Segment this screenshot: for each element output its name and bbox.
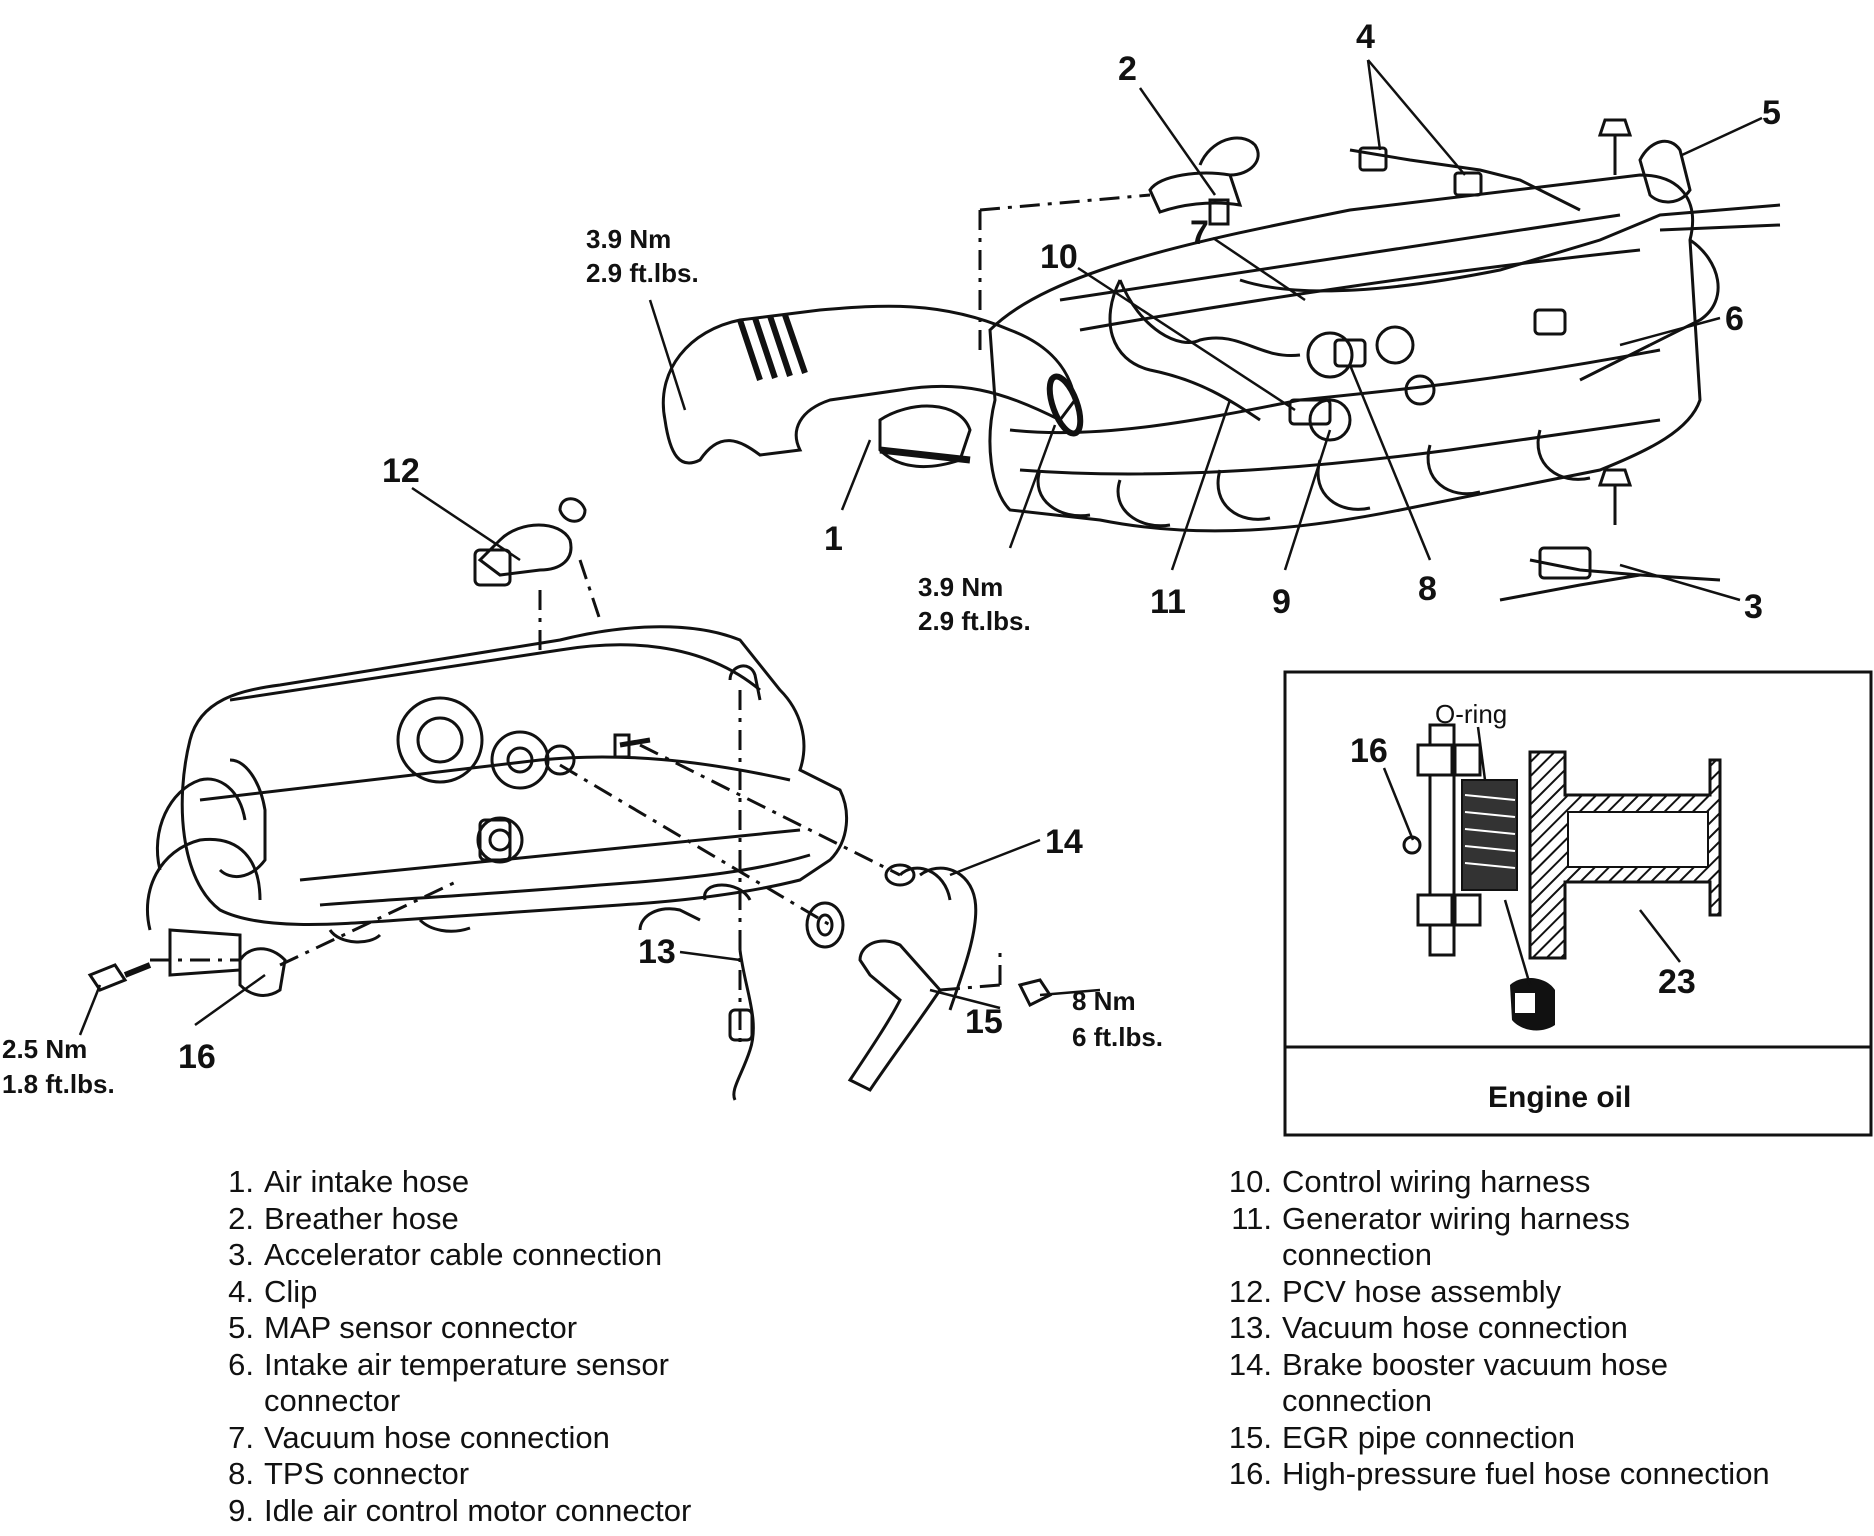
inset-title: Engine oil	[1488, 1081, 1631, 1114]
callout-4: 4	[1356, 18, 1375, 56]
legend-item-number: 11.	[1231, 1200, 1272, 1236]
legend-item-number: 3.	[228, 1237, 254, 1272]
legend-item-number: 4.	[228, 1273, 254, 1309]
callout-12: 12	[382, 452, 420, 490]
legend-item-text: EGR pipe connection	[1282, 1419, 1575, 1455]
callout-labels: 1 2 3 4 5 6 7 8 9 10 11 12 13 14 15 16 1…	[178, 18, 1781, 1076]
legend-item: 1. Air intake hose	[196, 1164, 691, 1201]
legend-item-text: Brake booster vacuum hose	[1282, 1346, 1668, 1382]
legend-item-number: 16.	[1228, 1456, 1272, 1491]
legend-item: 16. High-pressure fuel hose connection	[1196, 1456, 1770, 1493]
legend-item: 7. Vacuum hose connection	[196, 1420, 691, 1457]
upper-intake-manifold	[988, 118, 1781, 602]
legend-item: 3. Accelerator cable connection	[196, 1237, 691, 1274]
inset-callout-23: 23	[1658, 963, 1696, 1001]
legend-item-text: TPS connector	[264, 1456, 470, 1491]
callout-5: 5	[1762, 94, 1781, 132]
inset-oring-label: O-ring	[1435, 699, 1507, 729]
legend-item: 11. Generator wiring harness	[1196, 1201, 1770, 1238]
legend-item-text: PCV hose assembly	[1282, 1273, 1562, 1309]
callout-10: 10	[1040, 238, 1078, 276]
callout-3: 3	[1744, 588, 1763, 626]
legend-item-number: 14.	[1228, 1346, 1272, 1382]
legend-item-number: 8.	[228, 1456, 254, 1491]
callout-11: 11	[1150, 583, 1186, 621]
torque-4-nm: 8 Nm	[1072, 986, 1136, 1016]
torque-3-nm: 2.5 Nm	[2, 1034, 87, 1064]
legend-item-text: Generator wiring harness	[1282, 1200, 1631, 1236]
inset-callout-16: 16	[1350, 732, 1388, 770]
legend-item-number: 6.	[228, 1346, 254, 1382]
breather-hose	[978, 136, 1260, 350]
callout-16: 16	[178, 1038, 216, 1076]
legend-item-text: Idle air control motor connector	[264, 1492, 692, 1528]
callout-15: 15	[965, 1003, 1003, 1041]
inset-engine-oil	[1283, 670, 1873, 1137]
callout-8: 8	[1418, 570, 1437, 608]
legend-item: 10. Control wiring harness	[1196, 1164, 1770, 1201]
legend-item: 4. Clip	[196, 1274, 691, 1311]
torque-4-ft: 6 ft.lbs.	[1072, 1022, 1163, 1052]
torque-1-nm: 3.9 Nm	[586, 224, 671, 254]
legend-item: 15. EGR pipe connection	[1196, 1420, 1770, 1457]
callout-7: 7	[1190, 214, 1209, 252]
callout-2: 2	[1118, 50, 1137, 88]
legend-item: 6. Intake air temperature sensor	[196, 1347, 691, 1384]
torque-3-ft: 1.8 ft.lbs.	[2, 1069, 115, 1099]
legend-item: connector	[196, 1383, 691, 1420]
legend-item-number: 5.	[228, 1310, 254, 1345]
torque-labels: 3.9 Nm 2.9 ft.lbs. 3.9 Nm 2.9 ft.lbs. 2.…	[2, 224, 1163, 1099]
legend-item-number	[196, 1383, 264, 1420]
callout-14: 14	[1045, 823, 1083, 861]
legend-item-text: Accelerator cable connection	[264, 1237, 663, 1272]
lower-intake-manifold	[87, 497, 1053, 1101]
legend-item-text: Clip	[264, 1273, 318, 1309]
air-intake-hose	[661, 304, 1084, 469]
legend-item-text: Vacuum hose connection	[264, 1419, 610, 1455]
legend-item-number: 12.	[1228, 1273, 1272, 1309]
torque-2-ft: 2.9 ft.lbs.	[918, 606, 1031, 636]
legend-item-number: 2.	[228, 1200, 254, 1236]
legend-item-text: Control wiring harness	[1282, 1164, 1591, 1199]
callout-6: 6	[1725, 300, 1744, 338]
legend-item-number: 15.	[1228, 1419, 1272, 1455]
legend-left: 1. Air intake hose 2. Breather hose 3. Accele…	[196, 1164, 691, 1529]
legend-item: 8. TPS connector	[196, 1456, 691, 1493]
legend-item: connection	[1196, 1237, 1770, 1274]
legend-item: 9. Idle air control motor connector	[196, 1493, 691, 1530]
legend-item-text: Breather hose	[264, 1200, 459, 1236]
callout-13: 13	[638, 933, 676, 971]
legend-item-text: connector	[264, 1383, 401, 1418]
callout-1: 1	[824, 520, 843, 558]
legend-item-text: Intake air temperature sensor	[264, 1346, 669, 1382]
legend-item-number: 7.	[228, 1419, 254, 1455]
legend-item: 12. PCV hose assembly	[1196, 1274, 1770, 1311]
legend-item-text: Air intake hose	[264, 1164, 470, 1199]
legend-item-number: 10.	[1228, 1164, 1272, 1199]
legend-item-text: MAP sensor connector	[264, 1310, 578, 1345]
legend-item: 5. MAP sensor connector	[196, 1310, 691, 1347]
legend-item: 2. Breather hose	[196, 1201, 691, 1238]
callout-leaders	[78, 59, 1763, 1036]
legend-item-number	[1196, 1237, 1282, 1274]
legend-item-text: High-pressure fuel hose connection	[1282, 1456, 1770, 1491]
legend-item: 13. Vacuum hose connection	[1196, 1310, 1770, 1347]
legend-item-number	[1196, 1383, 1282, 1420]
legend-item-text: connection	[1282, 1237, 1432, 1272]
legend-item-number: 9.	[228, 1492, 254, 1528]
torque-1-ft: 2.9 ft.lbs.	[586, 258, 699, 288]
legend-item-number: 13.	[1228, 1310, 1272, 1345]
legend-item: connection	[1196, 1383, 1770, 1420]
legend-item: 14. Brake booster vacuum hose	[1196, 1347, 1770, 1384]
callout-9: 9	[1272, 583, 1291, 621]
legend-item-text: Vacuum hose connection	[1282, 1310, 1628, 1345]
legend-right: 10. Control wiring harness 11. Generator wi…	[1196, 1164, 1770, 1493]
torque-2-nm: 3.9 Nm	[918, 572, 1003, 602]
legend-item-number: 1.	[228, 1164, 254, 1199]
legend-item-text: connection	[1282, 1383, 1432, 1418]
